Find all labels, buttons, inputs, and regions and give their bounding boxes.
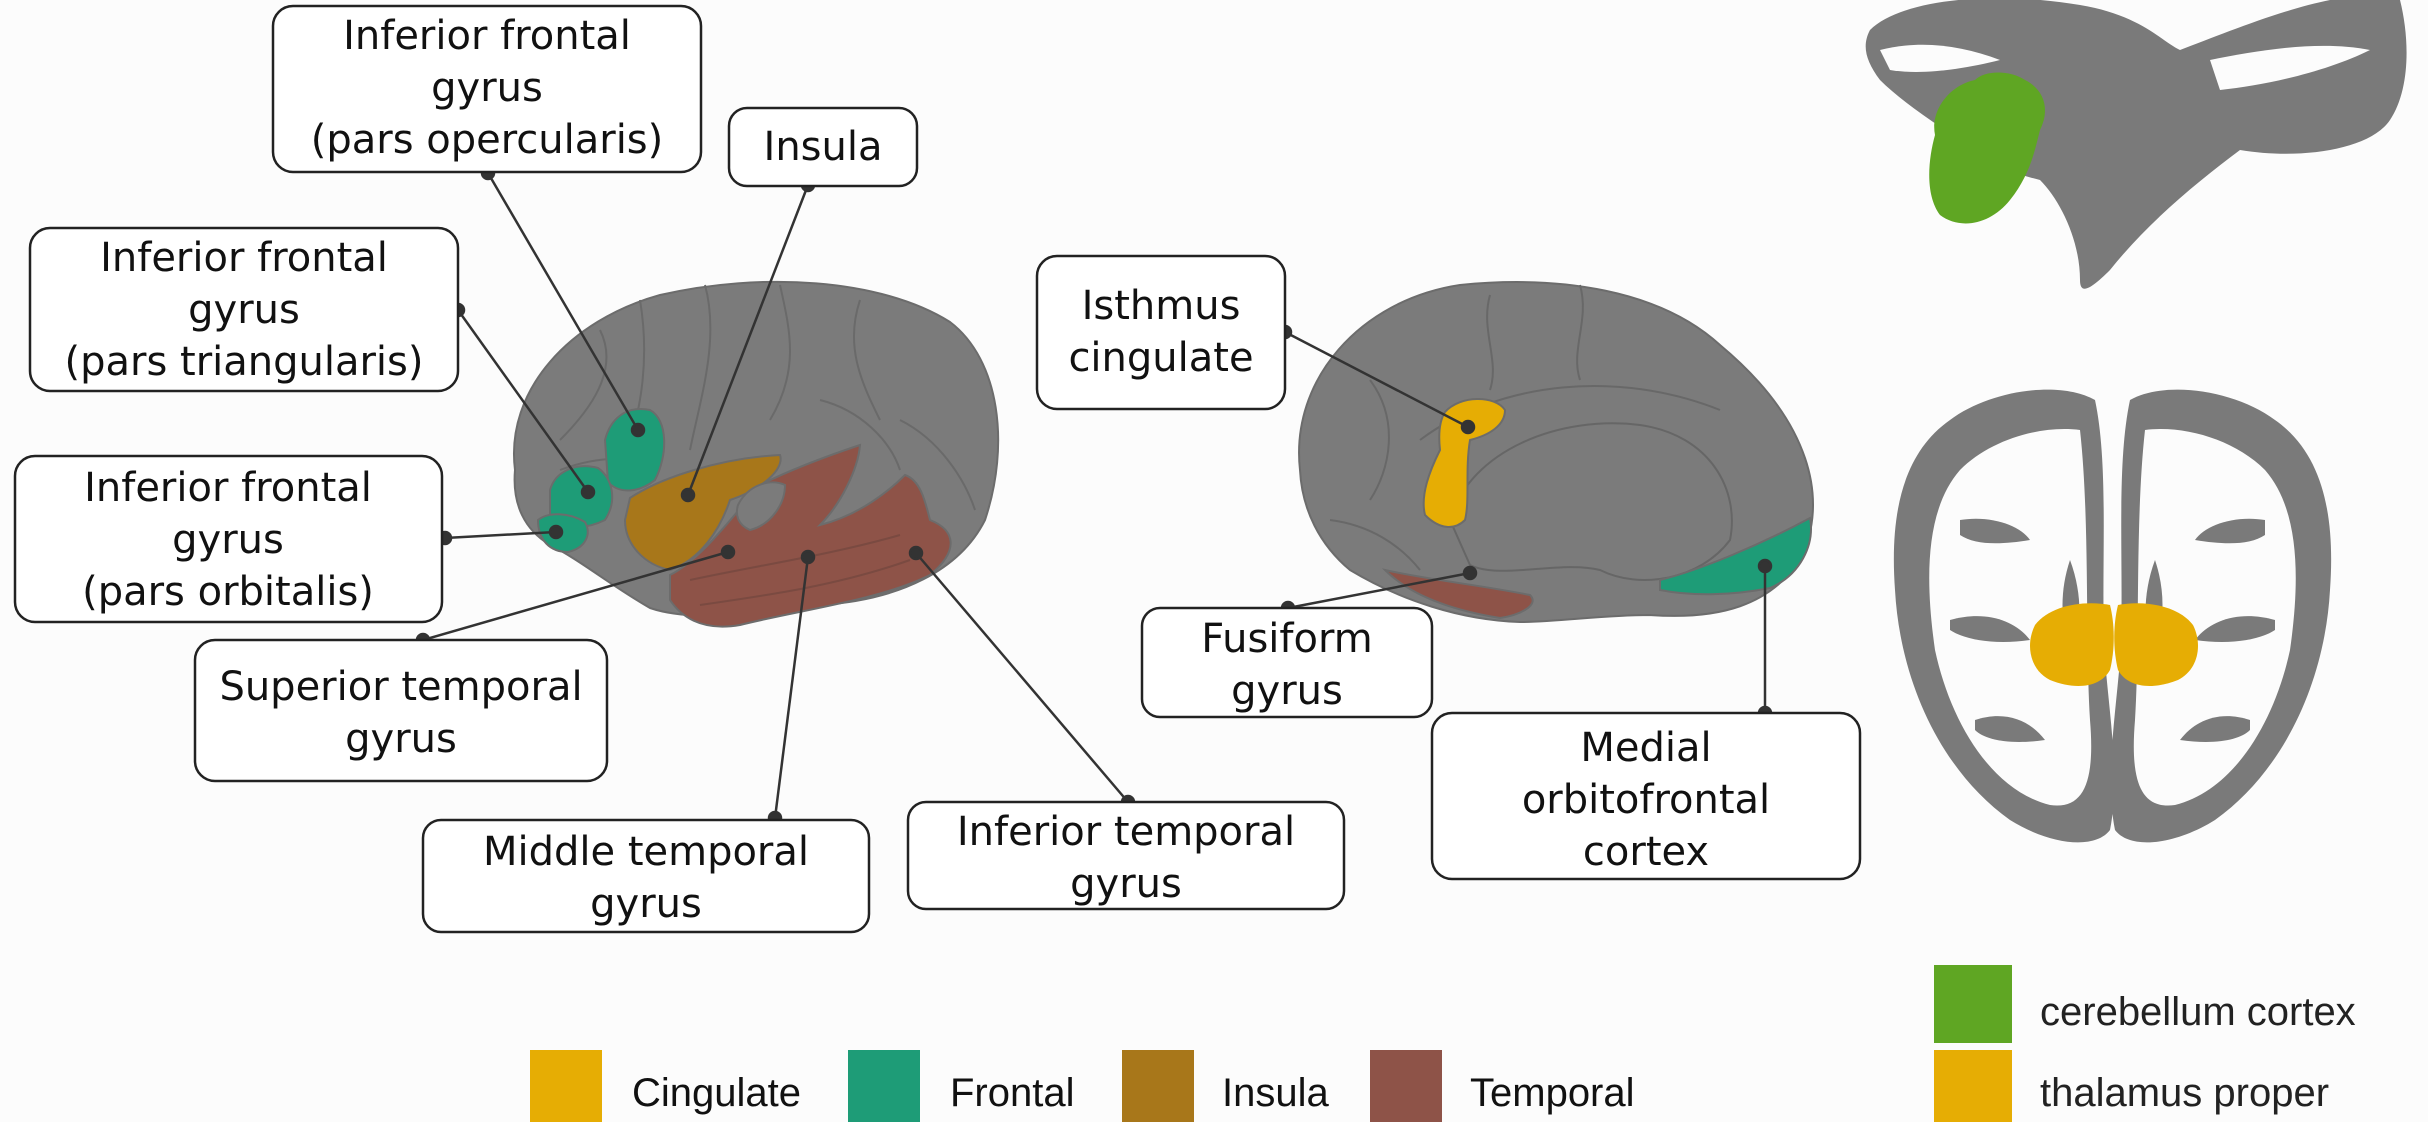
label-line: cingulate xyxy=(1068,335,1253,381)
label-line: Inferior frontal xyxy=(343,13,631,59)
legend-label-thalamus: thalamus proper xyxy=(2040,1071,2329,1115)
label-line: Inferior frontal xyxy=(84,465,372,511)
legend-label-cingulate: Cingulate xyxy=(632,1071,801,1115)
legend-label-temporal: Temporal xyxy=(1470,1071,1635,1115)
legend-swatch-cerebellum xyxy=(1934,965,2012,1043)
label-line: Insula xyxy=(764,124,883,170)
legend-swatch-frontal xyxy=(848,1050,920,1122)
label-line: Middle temporal xyxy=(483,829,809,875)
label-line: gyrus xyxy=(345,716,457,762)
label-line: cortex xyxy=(1583,829,1709,875)
label-line: Medial xyxy=(1580,725,1711,771)
label-line: (pars triangularis) xyxy=(65,339,424,385)
legend-swatch-thalamus xyxy=(1934,1050,2012,1122)
label-line: gyrus xyxy=(1070,861,1182,907)
label-line: gyrus xyxy=(1231,668,1343,714)
legend-swatch-temporal xyxy=(1370,1050,1442,1122)
label-line: Isthmus xyxy=(1082,283,1241,329)
legend-swatch-cingulate xyxy=(530,1050,602,1122)
label-fusiform: Fusiform gyrus xyxy=(1142,608,1432,717)
legend-label-cerebellum: cerebellum cortex xyxy=(2040,990,2356,1034)
label-insula: Insula xyxy=(729,108,917,186)
label-line: gyrus xyxy=(590,881,702,927)
subcortical-legend: cerebellum cortex thalamus proper xyxy=(1934,965,2356,1122)
label-ifg-triangularis: Inferior frontal gyrus (pars triangulari… xyxy=(30,228,458,391)
label-line: Inferior temporal xyxy=(957,809,1295,855)
label-line: (pars opercularis) xyxy=(311,117,664,163)
legend-label-insula: Insula xyxy=(1222,1071,1329,1115)
label-line: Superior temporal xyxy=(219,664,582,710)
label-line: gyrus xyxy=(188,287,300,333)
legend-label-frontal: Frontal xyxy=(950,1071,1075,1115)
lateral-cortex-view xyxy=(514,282,998,627)
label-line: orbitofrontal xyxy=(1522,777,1770,823)
label-line: (pars orbitalis) xyxy=(82,569,374,615)
label-superior-temporal: Superior temporal gyrus xyxy=(195,640,607,781)
legend-swatch-insula xyxy=(1122,1050,1194,1122)
label-inferior-temporal: Inferior temporal gyrus xyxy=(908,802,1344,909)
sagittal-slice xyxy=(1840,0,2428,300)
label-middle-temporal: Middle temporal gyrus xyxy=(423,820,869,932)
coronal-slice xyxy=(1894,390,2331,843)
medial-cortex-view xyxy=(1299,282,1813,622)
label-isthmus-cingulate: Isthmus cingulate xyxy=(1037,256,1285,409)
label-line: Fusiform xyxy=(1201,616,1372,662)
label-medial-orbitofrontal: Medial orbitofrontal cortex xyxy=(1432,713,1860,879)
label-line: gyrus xyxy=(172,517,284,563)
cortex-legend: Cingulate Frontal Insula Temporal xyxy=(530,1050,1635,1122)
label-line: gyrus xyxy=(431,65,543,111)
label-ifg-opercularis: Inferior frontal gyrus (pars opercularis… xyxy=(273,6,701,172)
region-ifg-opercularis xyxy=(605,409,664,490)
label-line: Inferior frontal xyxy=(100,235,388,281)
label-ifg-orbitalis: Inferior frontal gyrus (pars orbitalis) xyxy=(15,456,442,622)
